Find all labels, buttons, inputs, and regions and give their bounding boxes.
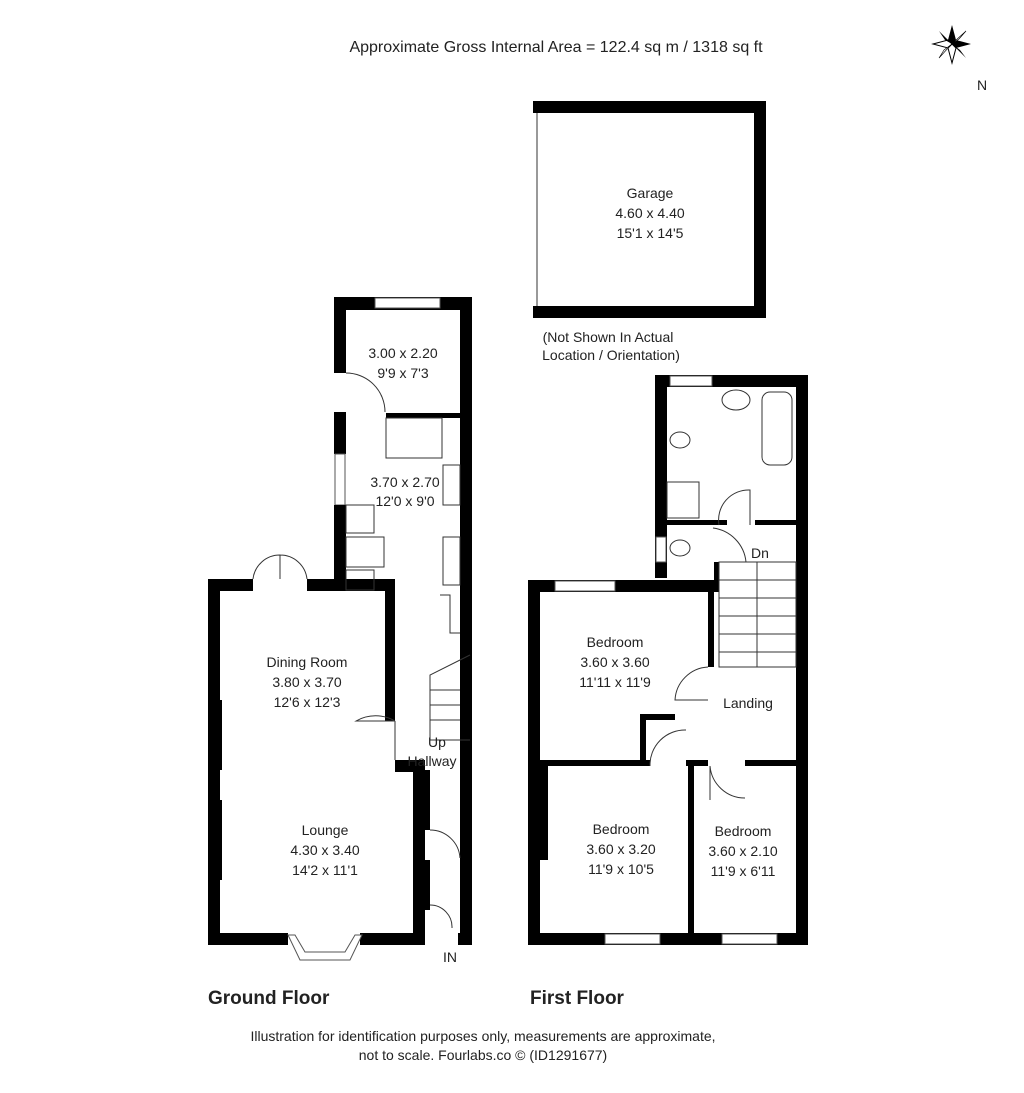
first-floor-label: First Floor (530, 988, 625, 1009)
bedroom-3-imperial: 11'9 x 6'11 (711, 863, 776, 879)
disclaimer-line-2: not to scale. Fourlabs.co © (ID1291677) (359, 1047, 607, 1063)
garage-imperial: 15'1 x 14'5 (617, 225, 684, 241)
stairs-up-label: Up (428, 734, 446, 750)
first-floor-walls (528, 375, 808, 945)
compass-rose-icon (931, 25, 971, 65)
landing-label: Landing (723, 695, 773, 711)
garage-walls (533, 101, 766, 318)
room-metric: 3.00 x 2.20 (368, 345, 437, 361)
bedroom-1-imperial: 11'11 x 11'9 (579, 674, 651, 690)
garage-note-1: (Not Shown In Actual (543, 329, 674, 345)
ground-floor-walls (208, 297, 472, 961)
kitchen-metric: 3.70 x 2.70 (370, 474, 439, 490)
garage-note-2: Location / Orientation) (542, 347, 680, 363)
gross-area-text: Approximate Gross Internal Area = 122.4 … (349, 39, 763, 56)
bedroom-3-metric: 3.60 x 2.10 (708, 843, 777, 859)
room-imperial: 9'9 x 7'3 (377, 365, 428, 381)
bedroom-2-metric: 3.60 x 3.20 (586, 841, 655, 857)
stairs-down-label: Dn (751, 545, 769, 561)
ground-floor-label: Ground Floor (208, 988, 330, 1009)
dining-room-metric: 3.80 x 3.70 (272, 674, 341, 690)
lounge-metric: 4.30 x 3.40 (290, 842, 359, 858)
dining-room-imperial: 12'6 x 12'3 (274, 694, 341, 710)
kitchen-imperial: 12'0 x 9'0 (375, 493, 434, 509)
entrance-label: IN (443, 949, 457, 965)
bedroom-2-imperial: 11'9 x 10'5 (588, 861, 654, 877)
bedroom-1-name: Bedroom (587, 634, 644, 650)
lounge-name: Lounge (302, 822, 349, 838)
lounge-imperial: 14'2 x 11'1 (292, 862, 358, 878)
compass-north-label: N (977, 77, 987, 93)
garage-metric: 4.60 x 4.40 (615, 205, 684, 221)
garage-name: Garage (627, 185, 674, 201)
dining-room-name: Dining Room (267, 654, 348, 670)
bedroom-1-metric: 3.60 x 3.60 (580, 654, 649, 670)
bedroom-2-name: Bedroom (593, 821, 650, 837)
hallway-label: Hallway (407, 753, 456, 769)
disclaimer-line-1: Illustration for identification purposes… (250, 1028, 715, 1044)
bedroom-3-name: Bedroom (715, 823, 772, 839)
